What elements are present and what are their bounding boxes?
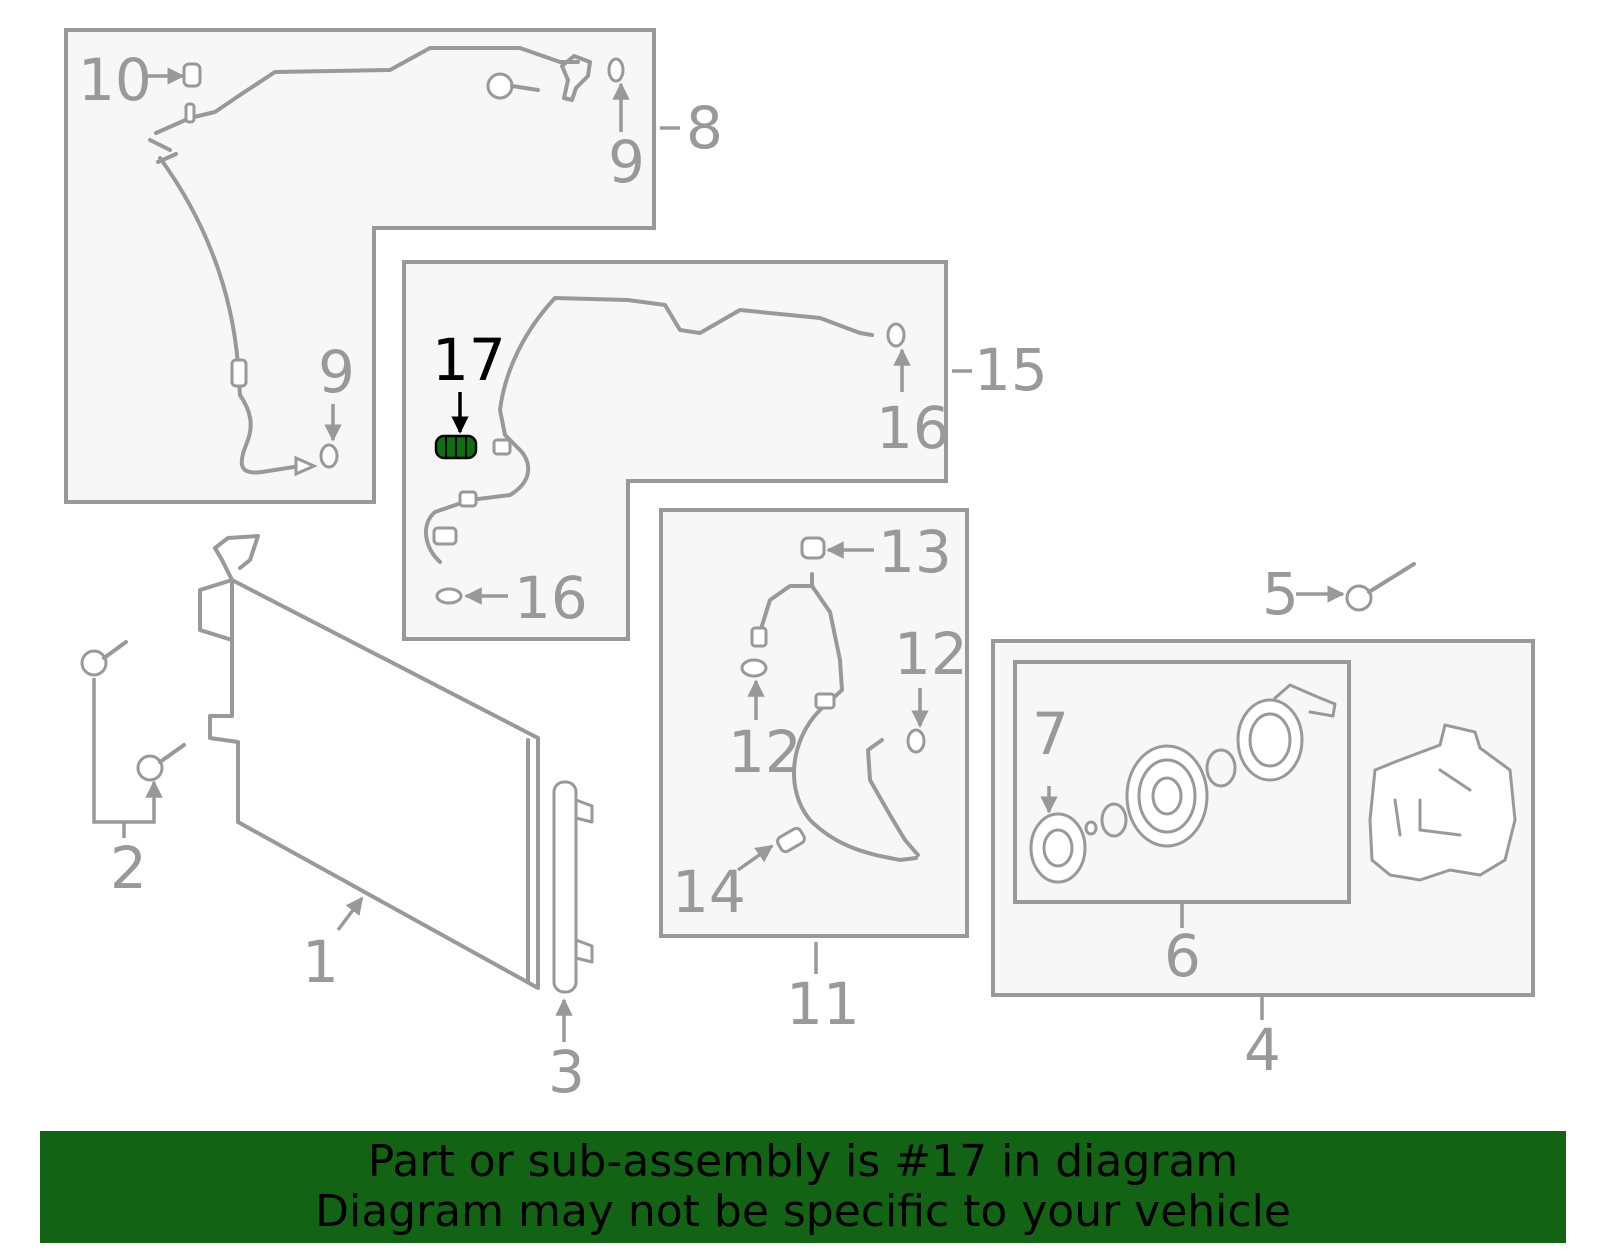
info-banner: Part or sub-assembly is #17 in diagram D…: [40, 1131, 1566, 1243]
callout-17[interactable]: 17: [432, 326, 506, 394]
compressor-panel: [991, 639, 1535, 997]
callout-9-bottom[interactable]: 9: [318, 338, 355, 406]
callout-labels: 10 8 9 9 17 15 16 16 13 12 12 14 11 5 7 …: [78, 46, 1299, 1106]
callout-10[interactable]: 10: [78, 46, 152, 114]
callout-5[interactable]: 5: [1262, 560, 1299, 628]
o-ring-16-top: [886, 322, 906, 348]
mounting-bolt-icon: [486, 72, 540, 100]
callout-12-right[interactable]: 12: [894, 620, 968, 688]
callout-3[interactable]: 3: [548, 1038, 585, 1106]
callout-15[interactable]: 15: [974, 336, 1048, 404]
condenser-1: [198, 534, 540, 990]
o-ring-9-top: [607, 57, 625, 83]
callout-7[interactable]: 7: [1032, 700, 1069, 768]
o-ring-9-bottom: [319, 443, 339, 469]
discharge-line-flange: [560, 54, 592, 102]
clutch-coil-icon: [1236, 683, 1337, 782]
liquid-line-panel: [659, 508, 969, 938]
callout-11[interactable]: 11: [786, 970, 860, 1038]
pressure-sensor-14-icon: [776, 826, 806, 854]
callout-8[interactable]: 8: [686, 94, 723, 162]
banner-line-1: Part or sub-assembly is #17 in diagram: [367, 1136, 1239, 1187]
o-ring-12-right: [906, 728, 926, 754]
panel-8-outline: [64, 28, 656, 504]
suction-hose: [424, 296, 874, 564]
callout-12-left[interactable]: 12: [728, 718, 802, 786]
panel-15-outline: [402, 260, 948, 641]
service-valve-cap-13: [800, 536, 826, 560]
callout-2[interactable]: 2: [110, 834, 147, 902]
condenser-bolt-upper-icon: [80, 640, 128, 677]
clutch-pulley-icon: [1125, 744, 1209, 848]
compressor-bolt-5-icon: [1345, 562, 1416, 612]
discharge-hose: [154, 46, 580, 135]
discharge-hose-lower: [158, 156, 302, 475]
callout-16-bottom[interactable]: 16: [514, 564, 588, 632]
discharge-line-panel: [64, 28, 656, 504]
condenser-bolt-lower-icon: [136, 743, 186, 782]
callout-13[interactable]: 13: [878, 518, 952, 586]
callout-16-top[interactable]: 16: [876, 394, 950, 462]
o-ring-16-bottom: [435, 587, 463, 605]
pressure-switch-17-icon[interactable]: [434, 434, 478, 460]
callout-14[interactable]: 14: [672, 858, 746, 926]
suction-line-panel: [402, 260, 948, 641]
banner-line-2: Diagram may not be specific to your vehi…: [315, 1186, 1291, 1237]
liquid-line-hose: [758, 584, 918, 862]
compressor-body-icon: [1368, 723, 1517, 882]
callout-9-top[interactable]: 9: [608, 128, 645, 196]
receiver-drier-3: [552, 780, 594, 994]
clutch-hub-7-icon: [1029, 812, 1087, 884]
callout-4[interactable]: 4: [1244, 1016, 1281, 1084]
leader-lines: [92, 67, 1345, 1042]
callout-6[interactable]: 6: [1164, 922, 1201, 990]
callout-1[interactable]: 1: [302, 928, 339, 996]
service-valve-cap-10: [182, 62, 202, 88]
o-ring-12-left: [740, 658, 768, 678]
